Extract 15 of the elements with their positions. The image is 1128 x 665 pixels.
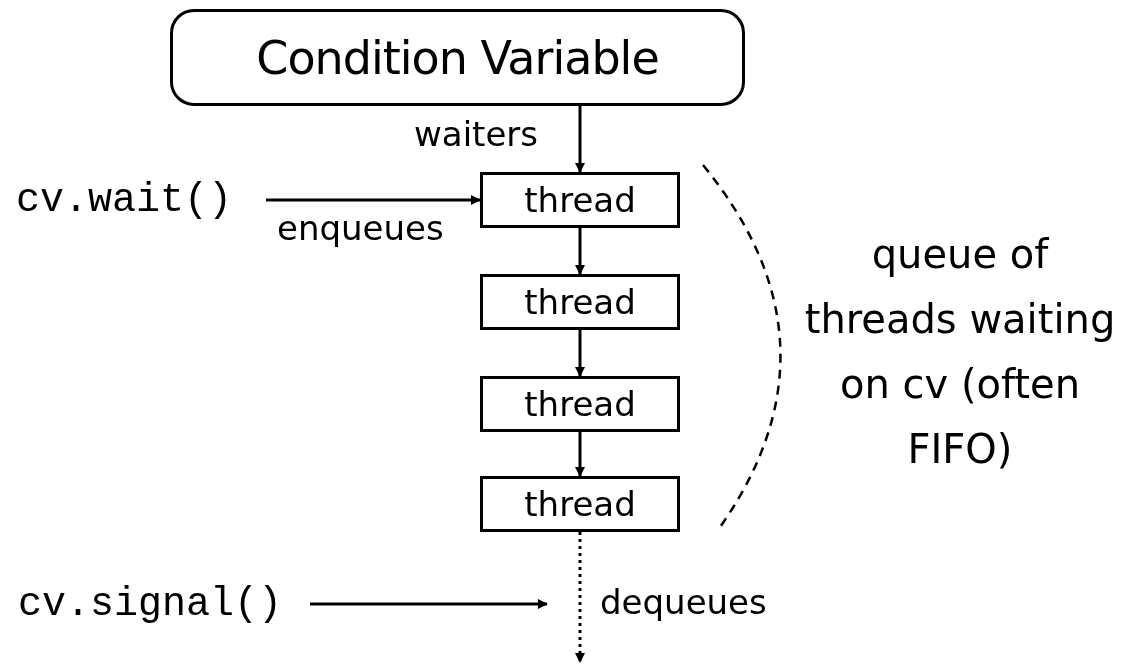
- arrow: [575, 330, 585, 377]
- arrow: [310, 599, 548, 609]
- arrow: [575, 432, 585, 477]
- code-text: cv.wait(): [16, 178, 266, 222]
- arrow: [575, 106, 585, 173]
- thread-box: thread: [480, 172, 680, 228]
- dotted-arrow: [575, 532, 585, 663]
- arrow: [266, 195, 481, 205]
- thread-box: thread: [480, 376, 680, 432]
- rounded-box: Condition Variable: [170, 9, 745, 106]
- note-text: queue of threads waiting on cv (often FIFO): [803, 230, 1117, 474]
- arrow: [575, 228, 585, 275]
- thread-box: thread: [480, 476, 680, 532]
- thread-box: thread: [480, 274, 680, 330]
- code-text: cv.signal(): [18, 582, 310, 626]
